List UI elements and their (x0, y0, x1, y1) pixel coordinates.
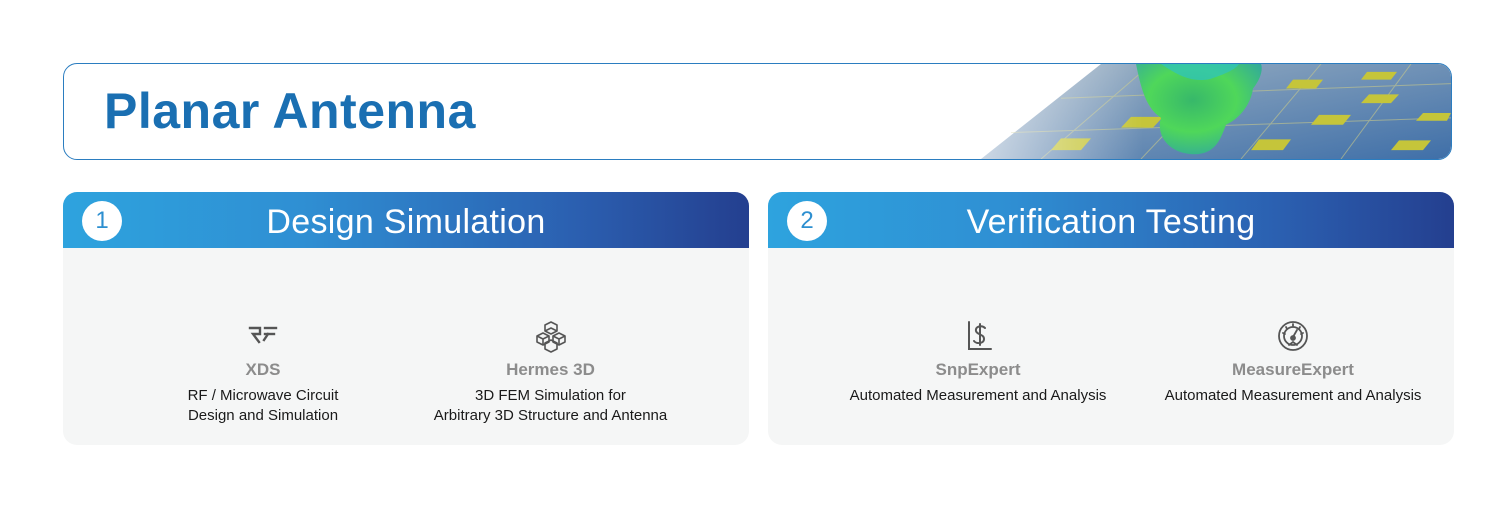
tool-name: MeasureExpert (1232, 360, 1354, 379)
tool-snpexpert[interactable]: SnpExpert Automated Measurement and Anal… (828, 318, 1128, 406)
cubes-icon (533, 318, 569, 354)
snp-chart-icon (960, 318, 996, 354)
antenna-illustration (891, 64, 1451, 159)
tool-name: SnpExpert (935, 360, 1021, 379)
tool-description-line: Design and Simulation (187, 407, 339, 424)
page-title: Planar Antenna (104, 83, 476, 139)
verification-testing-panel: 2 Verification Testing SnpExpert Automat… (768, 192, 1454, 445)
tool-name: XDS (245, 360, 281, 379)
tool-name: Hermes 3D (506, 360, 595, 379)
tool-description-line: Arbitrary 3D Structure and Antenna (433, 407, 668, 424)
panel-header: 2 Verification Testing (768, 192, 1454, 248)
tool-description: Automated Measurement and Analysis (1143, 386, 1443, 406)
tool-xds[interactable]: XDS RF / Microwave Circuit Design and Si… (143, 318, 383, 426)
tool-description: 3D FEM Simulation for Arbitrary 3D Struc… (403, 386, 698, 426)
step-number-badge: 2 (787, 201, 827, 241)
step-number-badge: 1 (82, 201, 122, 241)
tool-description: RF / Microwave Circuit Design and Simula… (143, 386, 383, 426)
design-simulation-panel: 1 Design Simulation XDS RF / Microwave C… (63, 192, 749, 445)
gauge-icon (1275, 318, 1311, 354)
tool-hermes-3d[interactable]: Hermes 3D 3D FEM Simulation for Arbitrar… (403, 318, 698, 426)
tool-description-line: 3D FEM Simulation for (475, 387, 626, 404)
panel-header: 1 Design Simulation (63, 192, 749, 248)
header-banner: Planar Antenna (63, 63, 1452, 160)
tool-description-line: Automated Measurement and Analysis (1164, 387, 1422, 404)
rf-logo-icon (245, 318, 281, 354)
tool-description: Automated Measurement and Analysis (828, 386, 1128, 406)
panel-title: Design Simulation (266, 203, 546, 241)
tool-description-line: Automated Measurement and Analysis (849, 387, 1107, 404)
tool-measureexpert[interactable]: MeasureExpert Automated Measurement and … (1143, 318, 1443, 406)
panel-title: Verification Testing (966, 203, 1256, 241)
tool-description-line: RF / Microwave Circuit (187, 387, 339, 404)
